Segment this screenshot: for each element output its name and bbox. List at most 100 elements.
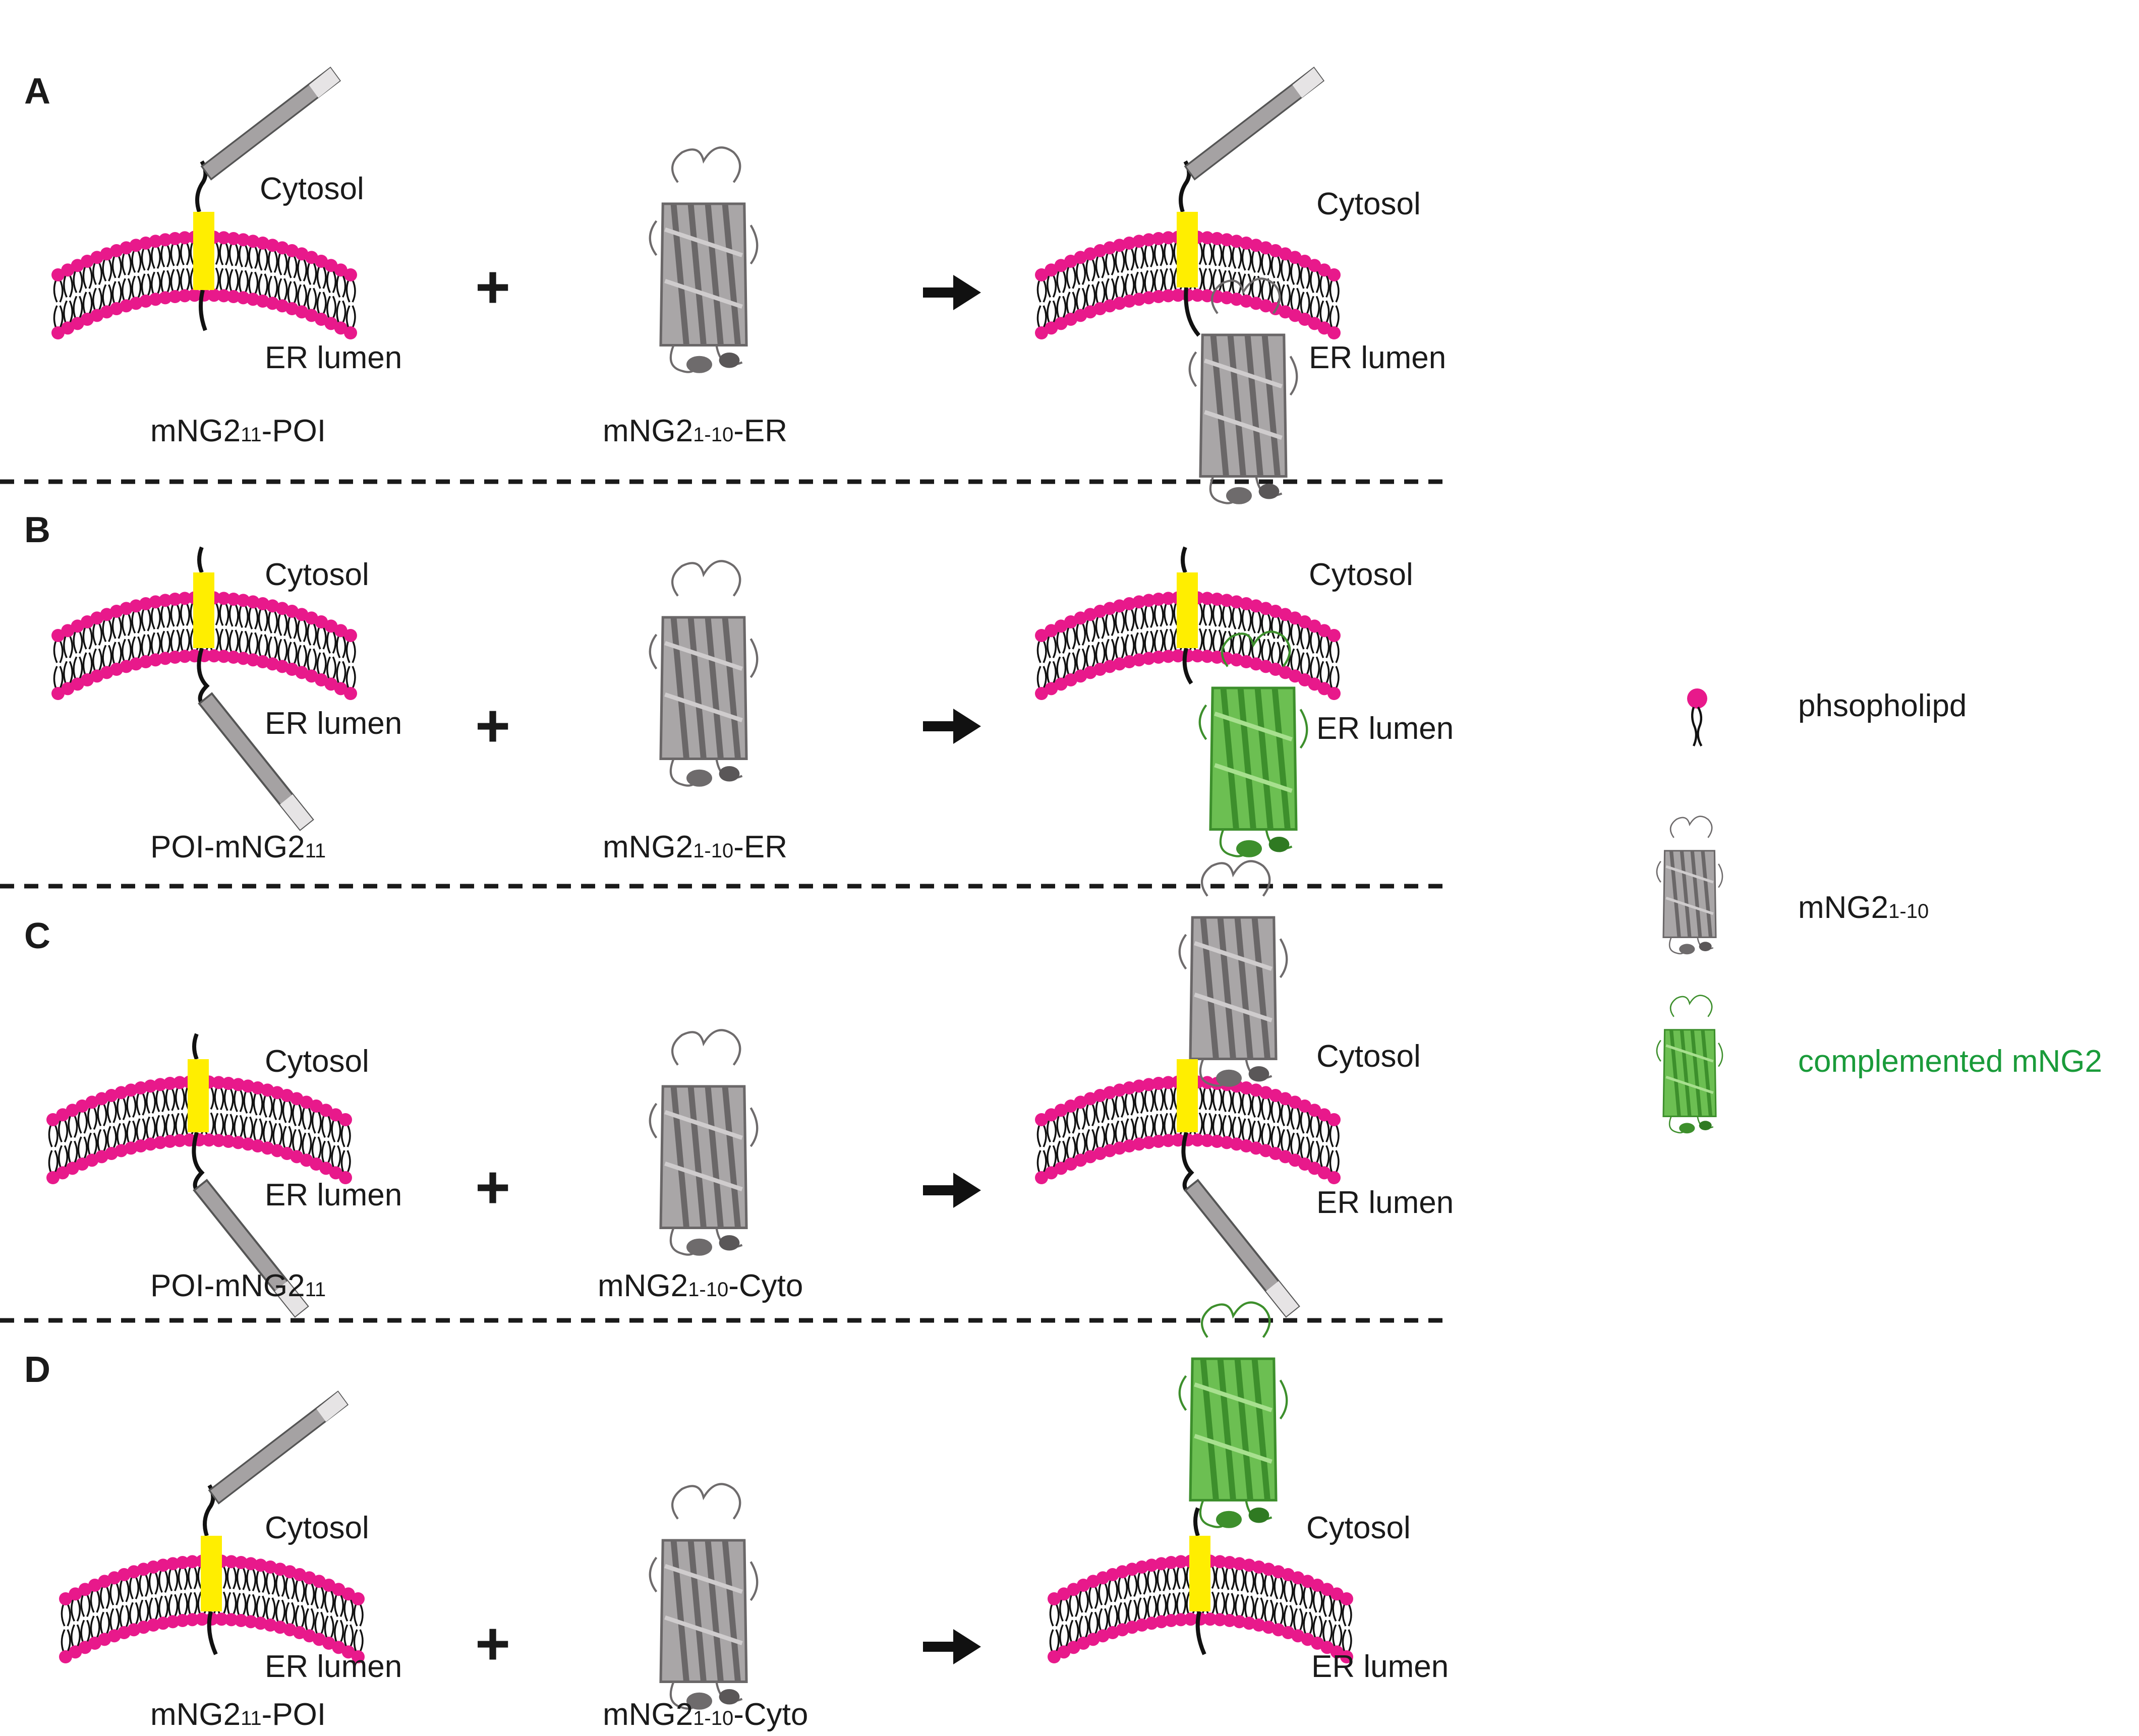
headgroup-outer — [1035, 629, 1048, 642]
headgroup-outer — [51, 268, 65, 281]
tail-segment — [1184, 287, 1201, 337]
headgroup-inner — [1230, 1137, 1243, 1151]
legend-complemented-mng2-icon — [1657, 996, 1722, 1134]
headgroup-inner — [352, 1650, 365, 1663]
headgroup-inner — [1145, 1616, 1159, 1630]
tm-helix — [1177, 572, 1198, 648]
headgroup-outer — [1330, 1587, 1344, 1601]
headgroup-inner — [144, 1137, 157, 1151]
headgroup-inner — [256, 295, 269, 308]
headgroup-outer — [1113, 599, 1126, 613]
headgroup-outer — [1152, 232, 1165, 245]
headgroup-outer — [1045, 1108, 1058, 1122]
headgroup-outer — [56, 1108, 70, 1122]
legend-mng2-1-10-icon — [1657, 817, 1722, 955]
headgroup-outer — [1327, 629, 1341, 642]
headgroup-outer — [129, 599, 143, 613]
headgroup-inner — [1340, 1650, 1353, 1663]
arrow-head — [953, 275, 981, 310]
caption-left: mNG211-POI — [150, 414, 326, 448]
headgroup-outer — [1200, 231, 1214, 245]
mng2-1-10-protein — [650, 561, 758, 786]
headgroup-inner — [1142, 652, 1155, 665]
label-cytosol: Cytosol — [1306, 1511, 1411, 1545]
headgroup-outer — [61, 624, 75, 638]
headgroup-outer — [1142, 233, 1155, 247]
headgroup-inner — [222, 1135, 235, 1148]
headgroup-inner — [158, 652, 172, 665]
plus-sign: + — [475, 253, 510, 321]
headgroup-outer — [1230, 595, 1243, 609]
headgroup-inner — [149, 653, 162, 667]
headgroup-outer — [339, 1113, 352, 1126]
headgroup-inner — [202, 1133, 216, 1147]
headgroup-inner — [1123, 295, 1136, 308]
label-cytosol: Cytosol — [265, 1511, 369, 1545]
headgroup-inner — [254, 1616, 267, 1630]
caption-left: mNG211-POI — [150, 1697, 326, 1732]
headgroup-inner — [178, 289, 192, 303]
headgroup-inner — [1165, 1614, 1178, 1627]
headgroup-outer — [212, 1076, 225, 1089]
headgroup-outer — [168, 593, 182, 606]
headgroup-inner — [1252, 1618, 1265, 1632]
headgroup-outer — [178, 231, 192, 245]
caption-middle: mNG21-10-ER — [603, 414, 787, 448]
headgroup-inner — [217, 650, 230, 663]
headgroup-outer — [256, 597, 269, 610]
headgroup-inner — [1223, 1614, 1236, 1627]
plus-sign: + — [475, 692, 510, 760]
headgroup-inner — [1171, 1133, 1185, 1147]
lipid-bilayer — [46, 1075, 352, 1184]
headgroup-inner — [1308, 317, 1321, 330]
headgroup-outer — [1308, 619, 1321, 633]
headgroup-inner — [1045, 1166, 1058, 1180]
headgroup-outer — [1123, 597, 1136, 610]
headgroup-inner — [61, 321, 75, 335]
headgroup-outer — [51, 629, 65, 642]
headgroup-outer — [251, 1081, 264, 1094]
headgroup-outer — [139, 597, 152, 610]
headgroup-outer — [1213, 1555, 1227, 1569]
headgroup-inner — [227, 290, 240, 303]
headgroup-outer — [134, 1081, 147, 1094]
headgroup-outer — [139, 237, 152, 250]
headgroup-inner — [1317, 682, 1331, 696]
headgroup-outer — [1162, 592, 1175, 605]
headgroup-outer — [237, 594, 250, 607]
headgroup-inner — [1113, 1141, 1126, 1155]
headgroup-inner — [186, 1613, 199, 1627]
headgroup-outer — [1210, 593, 1224, 606]
label-er-lumen: ER lumen — [265, 706, 402, 741]
headgroup-inner — [344, 326, 357, 339]
headgroup-inner — [61, 682, 75, 696]
label-cytosol: Cytosol — [1316, 1039, 1421, 1074]
label-er-lumen: ER lumen — [1316, 711, 1454, 746]
headgroup-inner — [1125, 1621, 1139, 1634]
headgroup-outer — [59, 1592, 72, 1605]
phospholipid-headgroup-icon — [1687, 688, 1707, 709]
headgroup-inner — [163, 1135, 177, 1148]
headgroup-outer — [264, 1560, 277, 1574]
headgroup-inner — [1191, 288, 1204, 302]
headgroup-inner — [1152, 651, 1165, 664]
headgroup-outer — [1132, 1079, 1146, 1093]
headgroup-outer — [324, 259, 338, 272]
headgroup-outer — [246, 235, 260, 248]
tm-helix — [201, 1536, 222, 1611]
lipid-bilayer — [1035, 1075, 1341, 1184]
headgroup-inner — [1184, 1612, 1197, 1626]
headgroup-inner — [344, 687, 357, 700]
panel-letter-a: A — [24, 71, 50, 111]
headgroup-inner — [212, 1134, 225, 1147]
headgroup-outer — [1152, 593, 1165, 606]
headgroup-outer — [324, 619, 338, 633]
tail-segment — [192, 1131, 205, 1192]
caption-left: POI-mNG211 — [150, 1268, 326, 1303]
headgroup-outer — [1210, 232, 1224, 245]
headgroup-inner — [334, 321, 348, 335]
headgroup-outer — [149, 595, 162, 609]
headgroup-inner — [195, 1612, 209, 1626]
mng2-11-strand — [1184, 1179, 1300, 1317]
mng2-11-strand — [1184, 67, 1324, 181]
